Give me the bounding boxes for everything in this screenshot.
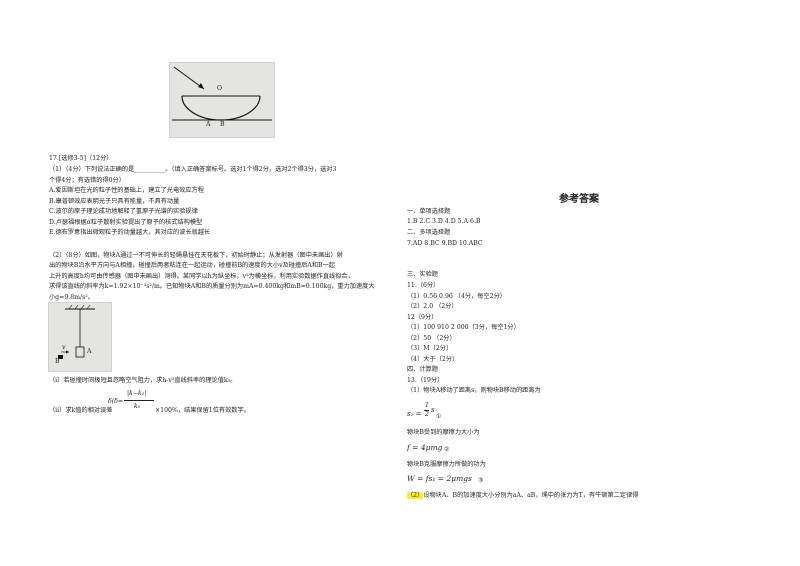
fig1-label-o: O — [217, 85, 223, 92]
fig1-label-a: A — [206, 121, 211, 128]
pendulum-diagram — [58, 304, 95, 359]
answer-line: （2）2.0 （2分） — [407, 303, 458, 310]
sub-question-i: （i）若碰撞时间极短且忽略空气阻力，求h-v²直线斜率的理论值k₀。 — [49, 377, 237, 384]
option-c: C.波尔的原子理论成功地解释了氢原子光谱的实验规律 — [49, 208, 198, 215]
answer-title: 参考答案 — [559, 194, 599, 205]
q17-part1: （1）（4分）下列说法正确的是__________。（填入正确答案标号。选对1个… — [49, 166, 337, 173]
eq1-rest: s — [431, 406, 435, 414]
eq3-tag: ③ — [478, 477, 484, 484]
eq3: W = fs₁ = 2μmgs — [407, 474, 472, 483]
figure-pendulum: A B v — [48, 302, 112, 372]
sub-question-ii-cont: ×100%，结果保留1位有效数字。 — [155, 407, 250, 414]
option-e: E.德布罗意指出微观粒子的动量越大，其对应的波长就越长 — [49, 229, 211, 236]
figure-bowl: O A B — [169, 62, 275, 138]
answer-line: （3）M（2分） — [407, 345, 453, 352]
sub-ii-denominator: k₀ — [134, 403, 141, 410]
q17-title: 17.[选修3-5]（12分） — [49, 155, 113, 162]
answer-line: 四、计算题 — [407, 366, 438, 373]
sub-ii-numerator: |k−k₀| — [127, 390, 147, 397]
fig1-label-b: B — [220, 121, 225, 128]
q17-part2-line2: 出的物块B沿水平方向与A相撞，碰撞后两者粘连在一起运动，碰撞前B的速度的大小v及… — [49, 262, 335, 269]
answer-line: （4）大于（2分） — [407, 356, 459, 363]
answer-line: 1.B 2.C 3.D 4.D 5.A 6.B — [407, 218, 481, 225]
answer-work-line: 物块B克服摩擦力所做的功为 — [407, 461, 486, 468]
option-d: D.卢瑟福根据α粒子散射实验提出了原子的核式结构模型 — [49, 219, 203, 226]
answer-line: 二、多项选择题 — [407, 229, 451, 236]
fig2-label-b: B — [55, 358, 60, 365]
answer-last-line-text: 设物块A、B的加速度大小分别为aA、aB，绳中的张力为T，有牛顿第二定律得 — [423, 492, 639, 499]
fig2-label-a: A — [87, 348, 92, 355]
q17-part2-line5: 小g=9.8m/s²。 — [49, 294, 94, 301]
answer-line: 三、实验题 — [407, 271, 438, 278]
answer-line: 7.AD 8.BC 9.BD 10.ABC — [407, 240, 483, 247]
eq2: f = 4μmg — [407, 443, 443, 452]
eq1-tag: ① — [436, 413, 442, 420]
answer-line: （1）物块A移动了距离s，则物块B移动的距离为 — [407, 387, 541, 394]
option-b: B.康普顿效应表明光子只具有能量，不具有动量 — [49, 198, 180, 205]
eq1-fraction-bar — [424, 410, 429, 411]
q17-part2-line3: 上升的高度h均可由传感器（图中未画出）测得。某同学以h为纵坐标，v²为横坐标，利… — [49, 273, 354, 280]
highlight-marker: （2） — [407, 492, 424, 499]
answer-line: （1）0.56 0.96 （4分，每空2分） — [407, 293, 506, 300]
q17-part1-cont: 个得4分；有选错的得0分） — [49, 177, 125, 184]
answer-line: 11.（6分） — [407, 282, 440, 289]
answer-friction-line: 物块B受到的摩擦力大小为 — [407, 429, 480, 436]
sub-question-ii: （ii）求k值的相对误差 — [49, 407, 113, 414]
eq1-numerator: 1 — [425, 402, 429, 409]
eq1-denominator: 2 — [425, 411, 429, 418]
q17-part2-line1: （2）（8分）如图，物块A通过一不可伸长的轻绳悬挂在天花板下，初始时静止；从发射… — [49, 252, 343, 259]
fig2-label-v: v — [62, 344, 66, 351]
eq2-tag: ② — [444, 446, 450, 453]
q17-part2-line4: 求得该直线的斜率为k=1.92×10⁻³s²/m。已知物块A和B的质量分别为mA… — [49, 283, 375, 290]
eq1-lhs: s₁ = — [407, 410, 422, 418]
answer-line: （2）50 （2分） — [407, 335, 456, 342]
answer-line: 13.（19分） — [407, 377, 444, 384]
option-a: A.爱因斯坦在光的粒子性的基础上，建立了光电效应方程 — [49, 187, 204, 194]
sub-ii-delta: δ(δ= — [108, 398, 124, 405]
answer-line: 12（9分） — [407, 314, 438, 321]
bowl-diagram — [172, 66, 272, 121]
answer-line: （1）100 910 2 000（3分，每空1分） — [407, 324, 520, 331]
answer-last-line: （2）设物块A、B的加速度大小分别为aA、aB，绳中的张力为T，有牛顿第二定律得 — [407, 492, 638, 500]
answer-line: 一、单项选择题 — [407, 208, 451, 215]
sub-ii-fraction-bar — [124, 400, 154, 401]
